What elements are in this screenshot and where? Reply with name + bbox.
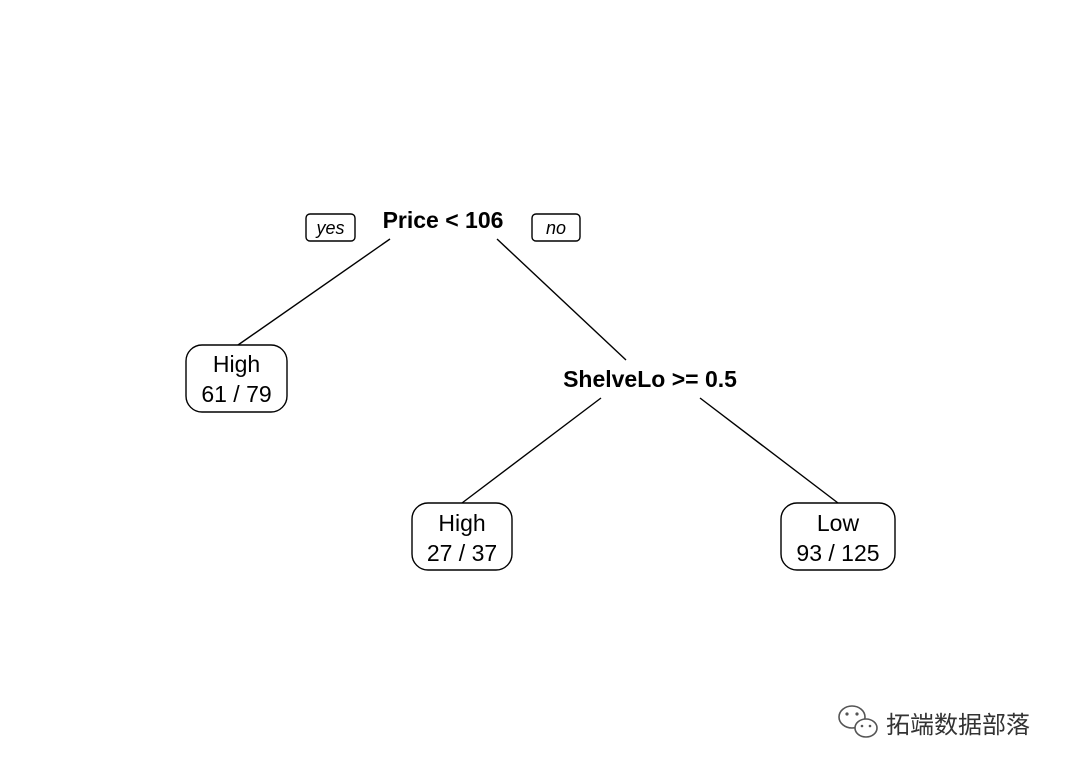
yes-tag-label: yes — [314, 218, 344, 238]
edge-split2-to-right-leaf — [699, 397, 839, 504]
watermark: 拓端数据部落 — [838, 705, 1030, 739]
edge-split2-to-mid-leaf — [461, 397, 602, 504]
edge-root-to-left-leaf — [237, 238, 391, 346]
leaf-node-right: Low 93 / 125 — [780, 502, 896, 571]
root-node: Price < 106 — [383, 207, 504, 233]
leaf-middle-class: High — [438, 510, 485, 536]
leaf-left-counts: 61 / 79 — [201, 381, 271, 407]
no-tag: no — [531, 213, 581, 242]
edge-root-to-split2 — [496, 238, 627, 361]
no-tag-label: no — [546, 218, 566, 238]
watermark-text: 拓端数据部落 — [886, 711, 1030, 739]
leaf-middle-counts: 27 / 37 — [427, 540, 497, 566]
leaf-right-counts: 93 / 125 — [796, 540, 879, 566]
leaf-left-class: High — [213, 351, 260, 377]
wechat-icon — [838, 705, 878, 738]
root-split-label: Price < 106 — [383, 207, 504, 233]
leaf-node-left: High 61 / 79 — [185, 344, 288, 413]
yes-tag: yes — [305, 213, 356, 242]
leaf-right-class: Low — [817, 510, 860, 536]
leaf-node-middle: High 27 / 37 — [411, 502, 513, 571]
split2-node: ShelveLo >= 0.5 — [563, 366, 737, 392]
split2-label: ShelveLo >= 0.5 — [563, 366, 737, 392]
